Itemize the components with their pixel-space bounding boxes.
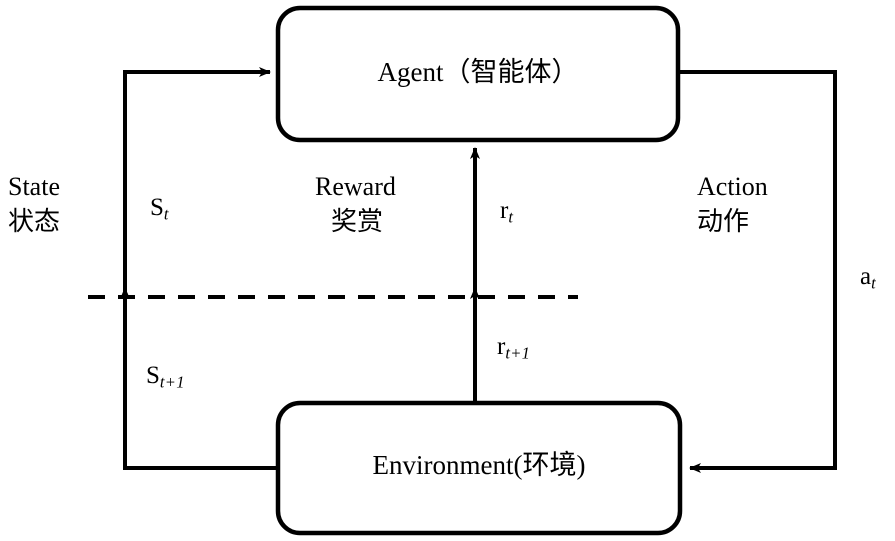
reward-symbol-rt: rt [500,196,513,227]
agent-node-label: Agent（智能体） [377,57,579,87]
state-symbol-st-base: S [150,194,164,221]
action-symbol-at: at [860,262,876,293]
reward-symbol-rt1: rt+1 [497,332,530,363]
state-feedback-path [123,67,278,470]
state-label-cn: 状态 [8,207,61,236]
environment-node-label: Environment(环境) [372,450,586,480]
state-symbol-st1-subscript: t+1 [159,372,185,392]
reward-symbol-rt1-subscript: t+1 [505,343,531,363]
state-symbol-st1-base: S [146,362,160,389]
state-symbol-st1: St+1 [146,361,185,392]
state-symbol-st-subscript: t [163,204,169,224]
action-symbol-at-base: a [860,263,872,290]
reward-symbol-rt1-base: r [497,333,506,360]
reward-label-en: Reward [315,172,396,201]
action-label-en: Action [697,172,768,201]
reward-symbol-rt-subscript: t [508,207,514,227]
action-label-cn: 动作 [697,207,750,236]
state-label-en: State [8,172,60,201]
action-path [678,70,837,473]
reward-symbol-rt-base: r [500,197,509,224]
reward-label-cn: 奖赏 [331,207,384,236]
state-symbol-st: St [150,193,169,224]
action-symbol-at-subscript: t [871,273,876,293]
